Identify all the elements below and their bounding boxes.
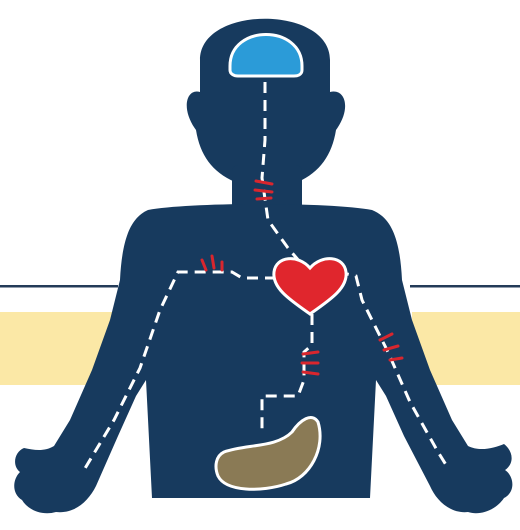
pain-mark [255, 190, 272, 192]
pain-mark [390, 358, 402, 360]
pain-mark [303, 352, 318, 354]
pain-mark [303, 372, 318, 374]
pain-mark [257, 198, 271, 199]
human-silhouette-icon [14, 19, 512, 514]
band-rule-right [410, 285, 520, 288]
pain-mark [212, 256, 214, 268]
band-rule-left [0, 285, 118, 288]
